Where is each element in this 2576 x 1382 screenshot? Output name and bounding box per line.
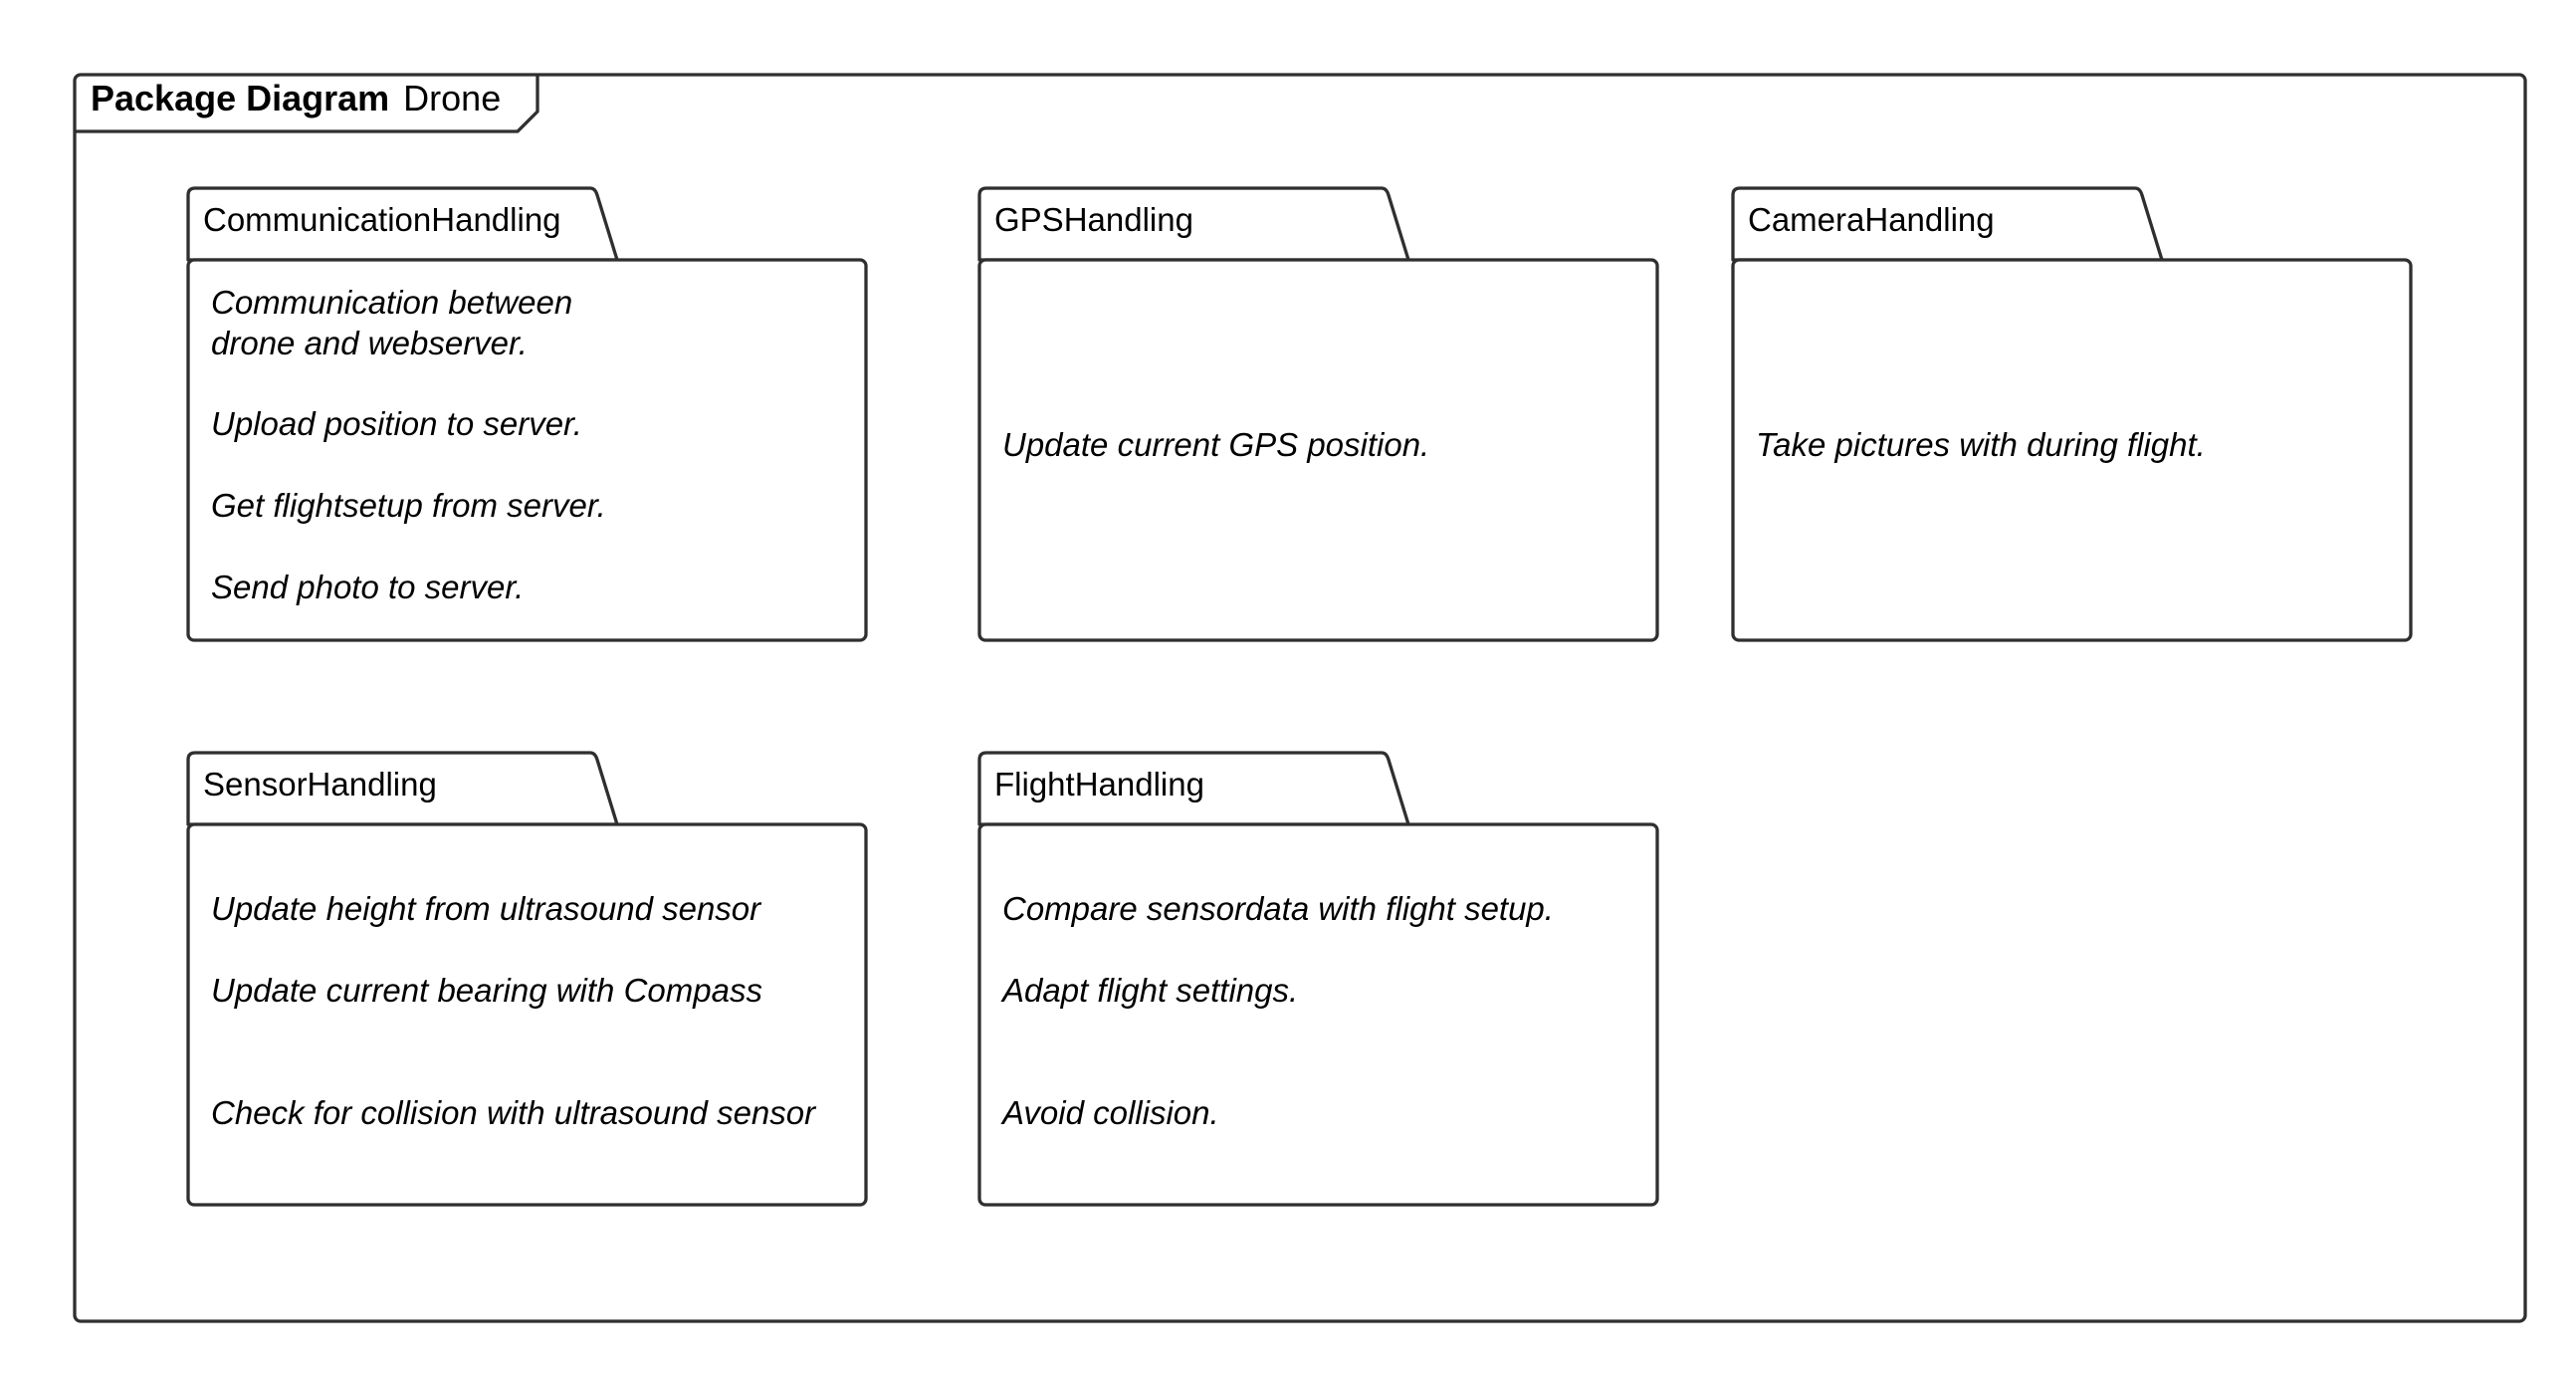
package-name: CameraHandling — [1748, 201, 1995, 238]
package-line: Update current bearing with Compass — [211, 972, 762, 1009]
diagram-name: Drone — [403, 78, 501, 118]
package-line: Adapt flight settings. — [1000, 972, 1298, 1009]
package-name: CommunicationHandling — [203, 201, 561, 238]
package-line: Send photo to server. — [211, 569, 524, 605]
package-tab — [1731, 186, 2164, 262]
package-tab — [186, 751, 619, 826]
package-name: FlightHandling — [994, 766, 1204, 803]
package-flight-handling[interactable]: FlightHandling Compare sensordata with f… — [977, 751, 1659, 1207]
package-line: drone and webserver. — [211, 325, 528, 361]
package-name: GPSHandling — [994, 201, 1193, 238]
diagram-kind-label: Package Diagram — [91, 78, 389, 118]
package-line: Avoid collision. — [1000, 1094, 1219, 1131]
package-line: Compare sensordata with flight setup. — [1002, 890, 1554, 927]
package-gps-handling[interactable]: GPSHandling Update current GPS position. — [977, 186, 1659, 642]
diagram-title: Package Diagram Drone — [91, 78, 501, 118]
package-camera-handling[interactable]: CameraHandling Take pictures with during… — [1731, 186, 2413, 642]
package-sensor-handling[interactable]: SensorHandling Update height from ultras… — [186, 751, 868, 1207]
package-line: Communication between — [211, 284, 572, 321]
package-line: Upload position to server. — [211, 405, 582, 442]
package-line: Take pictures with during flight. — [1756, 426, 2206, 463]
package-body — [977, 258, 1659, 642]
package-body — [186, 258, 868, 642]
package-body — [1731, 258, 2413, 642]
package-tab — [977, 751, 1410, 826]
package-tab — [977, 186, 1410, 262]
package-tab — [186, 186, 619, 262]
package-body — [186, 822, 868, 1207]
package-line: Update current GPS position. — [1002, 426, 1429, 463]
diagram-frame-tab — [75, 75, 539, 133]
package-line: Get flightsetup from server. — [211, 487, 606, 524]
package-line: Update height from ultrasound sensor — [211, 890, 762, 927]
diagram-frame — [73, 73, 2527, 1323]
package-body — [977, 822, 1659, 1207]
package-name: SensorHandling — [203, 766, 437, 803]
package-line: Check for collision with ultrasound sens… — [211, 1094, 817, 1131]
package-communication-handling[interactable]: CommunicationHandling Communication betw… — [186, 186, 868, 642]
